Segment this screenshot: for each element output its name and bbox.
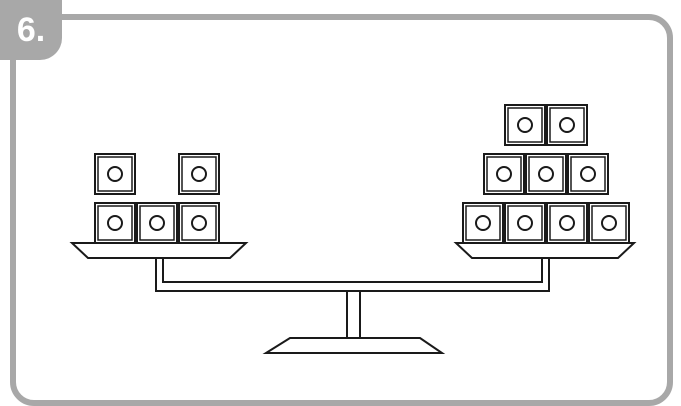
block bbox=[178, 202, 220, 244]
block bbox=[588, 202, 630, 244]
scale-base bbox=[262, 337, 446, 354]
block bbox=[136, 202, 178, 244]
left-pan bbox=[69, 242, 249, 259]
block bbox=[546, 202, 588, 244]
block bbox=[567, 153, 609, 195]
scale-pole bbox=[346, 289, 361, 339]
right-pan bbox=[453, 242, 637, 259]
block bbox=[94, 153, 136, 195]
block bbox=[462, 202, 504, 244]
right-pan-blocks bbox=[462, 104, 630, 244]
block bbox=[504, 202, 546, 244]
block bbox=[546, 104, 588, 146]
left-pan-blocks bbox=[94, 153, 220, 244]
block bbox=[504, 104, 546, 146]
problem-number-badge: 6. bbox=[0, 0, 62, 60]
scale-beam bbox=[155, 257, 550, 292]
block bbox=[483, 153, 525, 195]
block bbox=[94, 202, 136, 244]
block bbox=[525, 153, 567, 195]
block bbox=[178, 153, 220, 195]
